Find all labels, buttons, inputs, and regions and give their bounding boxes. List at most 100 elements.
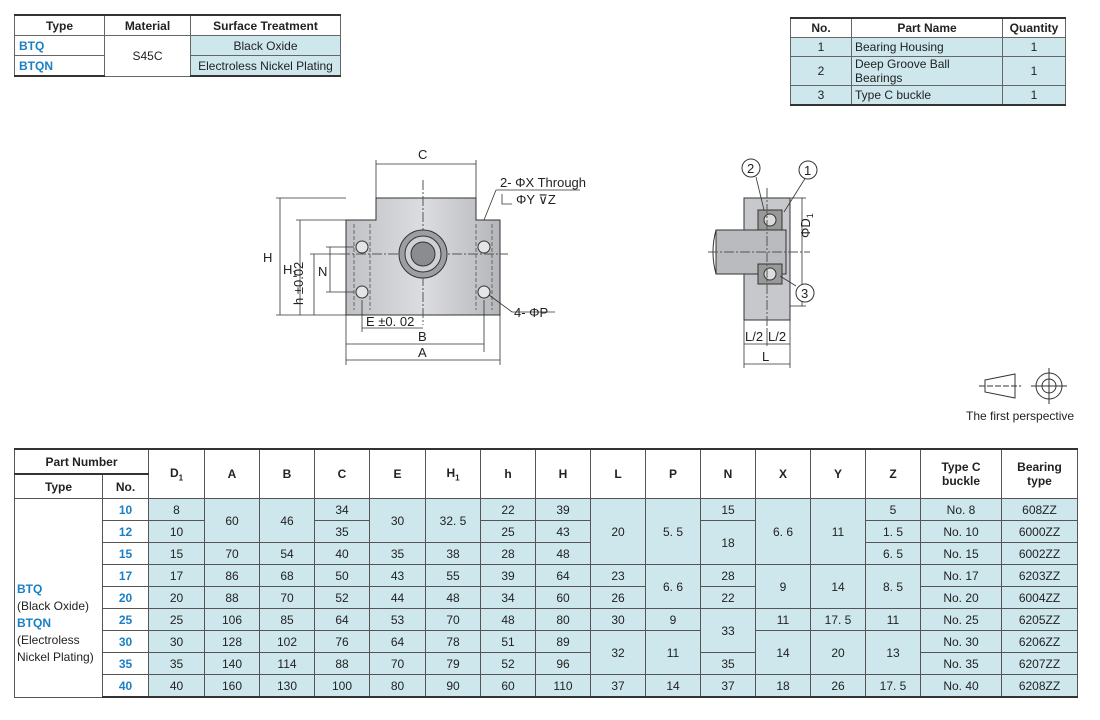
cell-z: 6. 5: [865, 542, 921, 565]
col-bearing-type: Bearing type: [1001, 448, 1078, 499]
cell-h1: 79: [425, 652, 481, 675]
cell-l: 30: [590, 608, 646, 631]
table-row: BTQ (Black Oxide) BTQN (Electroless Nick…: [14, 498, 1078, 698]
size-no: 17: [102, 564, 149, 587]
col-e: E: [369, 448, 426, 499]
cell-d1: 30: [148, 630, 205, 653]
cell-h1: 78: [425, 630, 481, 653]
cell-c: 64: [314, 608, 370, 631]
cell-n: 18: [700, 520, 756, 565]
dim-h1-label: H1: [283, 262, 297, 279]
cell-small-h: 28: [480, 542, 536, 565]
cell-e: 70: [369, 652, 426, 675]
cell-y: 17. 5: [810, 608, 866, 631]
cell-e: 30: [369, 498, 426, 543]
cell-a: 86: [204, 564, 260, 587]
cell-buckle: No. 25: [920, 608, 1002, 631]
cell-a: 160: [204, 674, 260, 698]
type-btq: BTQ: [17, 581, 43, 596]
dim-n-label: N: [318, 264, 327, 279]
cell-h: 39: [535, 498, 591, 521]
part-no: 3: [790, 85, 852, 106]
part-name: Bearing Housing: [851, 37, 1003, 57]
cell-h: 89: [535, 630, 591, 653]
cell-l: 26: [590, 586, 646, 609]
part-qty: 1: [1002, 85, 1066, 106]
part-qty: 1: [1002, 56, 1066, 86]
cell-b: 130: [259, 674, 315, 698]
cell-buckle: No. 8: [920, 498, 1002, 521]
col-d1: D1: [148, 448, 205, 499]
dim-l-half-left: L/2: [745, 329, 763, 344]
cell-b: 46: [259, 498, 315, 543]
table-row: 40 40 160 130 100 80 90 60 110 37 14 37 …: [15, 674, 1078, 698]
cell-bearing: 6205ZZ: [1001, 608, 1078, 631]
cell-n: 37: [700, 674, 756, 698]
cell-p: 11: [645, 630, 701, 675]
material-value: S45C: [104, 35, 191, 77]
cell-p: 6. 6: [645, 564, 701, 609]
cell-small-h: 34: [480, 586, 536, 609]
counterbore-label: ΦY ⊽Z: [516, 192, 556, 207]
cell-c: 76: [314, 630, 370, 653]
cell-p: 14: [645, 674, 701, 698]
cell-small-h: 48: [480, 608, 536, 631]
perspective-caption: The first perspective: [966, 409, 1075, 423]
cell-bearing: 6002ZZ: [1001, 542, 1078, 565]
cell-small-h: 22: [480, 498, 536, 521]
cell-z: 8. 5: [865, 564, 921, 609]
size-no: 12: [102, 520, 149, 543]
part-no: 1: [790, 37, 852, 57]
table-row: 15 15 70 54 40 35 38 28 48 6. 5 No. 15 6…: [15, 542, 1078, 565]
table-row: 25 25 106 85 64 53 70 48 80 30 9 33 11 1…: [15, 608, 1078, 653]
cell-b: 68: [259, 564, 315, 587]
cell-bearing: 6000ZZ: [1001, 520, 1078, 543]
dimension-table: Part Number D1 A B C E H1 h H L P N X Y …: [14, 448, 1078, 698]
cell-bearing: 608ZZ: [1001, 498, 1078, 521]
material-table: Type Material Surface Treatment BTQ S45C…: [14, 14, 341, 77]
dim-a-label: A: [418, 345, 427, 360]
cell-buckle: No. 40: [920, 674, 1002, 698]
cell-b: 85: [259, 608, 315, 631]
cell-a: 106: [204, 608, 260, 631]
cell-y: 26: [810, 674, 866, 698]
table-row: 12 10 35 25 43 18 1. 5 No. 10 6000ZZ: [15, 520, 1078, 565]
cell-bearing: 6207ZZ: [1001, 652, 1078, 675]
cell-a: 88: [204, 586, 260, 609]
size-no: 40: [102, 674, 149, 698]
cell-l: 23: [590, 564, 646, 587]
cell-d1: 17: [148, 564, 205, 587]
dim-b-label: B: [418, 329, 427, 344]
cell-e: 53: [369, 608, 426, 631]
dim-h-label: H: [263, 250, 272, 265]
front-view-drawing: C H H1 h ±0.02 N 2- ΦX Through ΦY ⊽Z 4- …: [263, 147, 586, 365]
cell-n: 15: [700, 498, 756, 521]
no-header: No.: [102, 473, 149, 499]
dim-l-half-right: L/2: [768, 329, 786, 344]
cell-z: 13: [865, 630, 921, 675]
cell-c: 40: [314, 542, 370, 565]
cell-l: 32: [590, 630, 646, 675]
treatment-nickel: Electroless Nickel Plating: [190, 55, 341, 77]
cell-e: 44: [369, 586, 426, 609]
cell-c: 88: [314, 652, 370, 675]
type-btqn-desc: (Electroless: [17, 632, 80, 647]
table-row: 17 17 86 68 50 43 55 39 64 23 6. 6 28 9 …: [15, 564, 1078, 609]
cell-x: 6. 6: [755, 498, 811, 565]
cell-h1: 48: [425, 586, 481, 609]
hole-p-label: 4- ΦP: [514, 305, 548, 320]
col-type-c-buckle: Type C buckle: [920, 448, 1002, 499]
cell-small-h: 52: [480, 652, 536, 675]
cell-d1: 35: [148, 652, 205, 675]
cell-n: 28: [700, 564, 756, 587]
cell-n: 35: [700, 652, 756, 675]
col-x: X: [755, 448, 811, 499]
parts-header-qty: Quantity: [1002, 17, 1066, 38]
type-header: Type: [14, 473, 103, 499]
cell-e: 35: [369, 542, 426, 565]
col-h: H: [535, 448, 591, 499]
dim-small-h-label: h ±0.02: [291, 262, 306, 305]
size-no: 35: [102, 652, 149, 675]
cell-l: 37: [590, 674, 646, 698]
cell-x: 11: [755, 608, 811, 631]
